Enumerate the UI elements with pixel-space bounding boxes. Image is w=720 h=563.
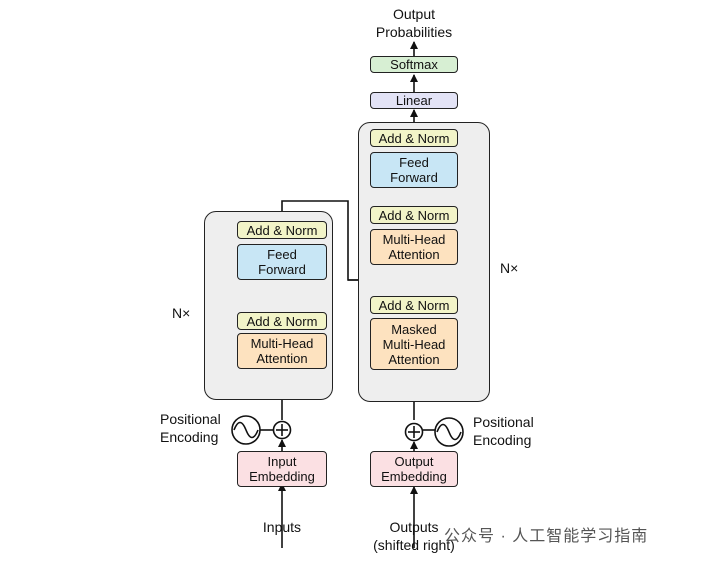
input-embedding: Input Embedding (237, 451, 327, 487)
plus-circle-icon (404, 422, 424, 442)
sine-wave-icon (434, 417, 464, 447)
encoder-nx-label: N× (172, 305, 191, 321)
dec-cross-attention: Multi-Head Attention (370, 229, 458, 265)
enc-add-norm-bottom: Add & Norm (237, 312, 327, 330)
softmax-block: Softmax (370, 56, 458, 73)
enc-add-norm-top: Add & Norm (237, 221, 327, 239)
watermark-text: 公众号 · 人工智能学习指南 (444, 528, 649, 545)
dec-feed-forward: Feed Forward (370, 152, 458, 188)
output-embedding: Output Embedding (370, 451, 458, 487)
enc-feed-forward: Feed Forward (237, 244, 327, 280)
decoder-nx-label: N× (500, 260, 519, 276)
dec-add-norm-mid: Add & Norm (370, 206, 458, 224)
dec-add-norm-bottom: Add & Norm (370, 296, 458, 314)
linear-block: Linear (370, 92, 458, 109)
outputs-label: Outputs (shifted right) (373, 519, 455, 553)
output-probabilities-label: Output Probabilities (375, 6, 453, 40)
dec-positional-encoding-label: Positional Encoding (473, 414, 534, 448)
plus-circle-icon (272, 420, 292, 440)
dec-add-norm-top: Add & Norm (370, 129, 458, 147)
sine-wave-icon (231, 415, 261, 445)
dec-masked-attention: Masked Multi-Head Attention (370, 318, 458, 370)
enc-positional-encoding-label: Positional Encoding (160, 411, 221, 445)
encoder-stack (204, 211, 333, 400)
enc-multi-head-attention: Multi-Head Attention (237, 333, 327, 369)
inputs-label: Inputs (262, 519, 302, 535)
